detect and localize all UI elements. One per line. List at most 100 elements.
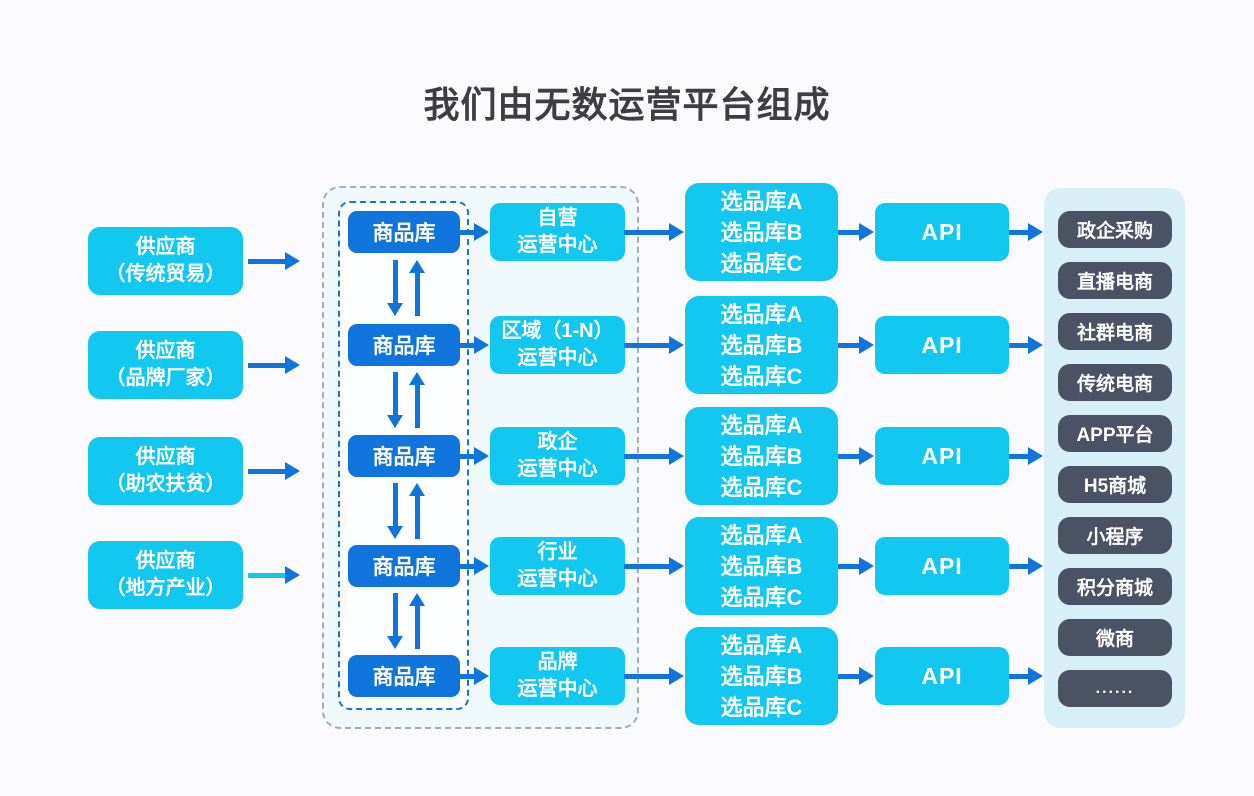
arrow-right-icon	[1009, 223, 1043, 241]
arrow-right-icon	[455, 667, 489, 685]
arrow-right-icon	[1009, 447, 1043, 465]
api-box: API	[875, 647, 1009, 705]
arrow-right-icon	[624, 557, 684, 575]
operation-center-box: 行业 运营中心	[490, 537, 625, 595]
arrow-right-icon	[1009, 667, 1043, 685]
selection-library-c: 选品库C	[720, 250, 803, 276]
channel-box: ......	[1058, 670, 1172, 707]
supplier-label: 供应商	[135, 340, 196, 362]
api-label: API	[921, 662, 963, 689]
selection-library-box: 选品库A 选品库B 选品库C	[685, 517, 838, 615]
operation-center-box: 区域（1-N） 运营中心	[490, 316, 625, 374]
supplier-box: 供应商 （助农扶贫）	[88, 437, 243, 505]
channel-box: 小程序	[1058, 517, 1172, 554]
arrow-down-icon	[387, 260, 403, 316]
api-label: API	[921, 442, 963, 469]
channel-label: 社群电商	[1076, 323, 1153, 344]
channel-box: 社群电商	[1058, 313, 1172, 350]
api-label: API	[921, 331, 963, 358]
supplier-sublabel: （传统贸易）	[105, 263, 226, 285]
supplier-sublabel: （助农扶贫）	[105, 473, 226, 495]
arrow-right-icon	[1009, 557, 1043, 575]
arrow-right-icon	[624, 223, 684, 241]
product-library-box: 商品库	[348, 211, 460, 253]
operation-center-box: 自营 运营中心	[490, 203, 625, 261]
product-library-box: 商品库	[348, 655, 460, 697]
arrow-right-icon	[248, 462, 300, 480]
channel-label: 传统电商	[1076, 374, 1153, 395]
operation-center-label: 区域（1-N）	[501, 320, 614, 342]
channel-label: 积分商城	[1076, 578, 1153, 599]
channel-label: APP平台	[1076, 425, 1154, 446]
selection-library-b: 选品库B	[720, 219, 803, 245]
operation-center-label: 品牌	[537, 651, 578, 673]
arrow-right-icon	[248, 252, 300, 270]
selection-library-a: 选品库A	[720, 632, 803, 658]
arrow-right-icon	[838, 336, 874, 354]
operation-center-label: 行业	[537, 541, 578, 563]
arrow-right-icon	[624, 336, 684, 354]
channel-box: 微商	[1058, 619, 1172, 656]
supplier-sublabel: （品牌厂家）	[105, 367, 226, 389]
arrow-up-icon	[409, 593, 425, 649]
api-label: API	[921, 552, 963, 579]
arrow-up-icon	[409, 483, 425, 539]
selection-library-c: 选品库C	[720, 694, 803, 720]
channel-label: 微商	[1095, 629, 1134, 650]
selection-library-b: 选品库B	[720, 553, 803, 579]
sync-arrows-icon	[387, 483, 425, 539]
arrow-down-icon	[387, 483, 403, 539]
product-library-label: 商品库	[372, 666, 436, 689]
product-library-label: 商品库	[372, 556, 436, 579]
supplier-box: 供应商 （品牌厂家）	[88, 331, 243, 399]
page-title: 我们由无数运营平台组成	[423, 84, 831, 125]
channel-box: 积分商城	[1058, 568, 1172, 605]
supplier-box: 供应商 （地方产业）	[88, 541, 243, 609]
channel-box: 直播电商	[1058, 262, 1172, 299]
api-label: API	[921, 218, 963, 245]
operation-center-sublabel: 运营中心	[517, 347, 598, 369]
channel-box: 政企采购	[1058, 211, 1172, 248]
selection-library-c: 选品库C	[720, 474, 803, 500]
operation-center-sublabel: 运营中心	[517, 458, 598, 480]
api-box: API	[875, 427, 1009, 485]
supplier-box: 供应商 （传统贸易）	[88, 227, 243, 295]
arrow-right-icon	[1009, 336, 1043, 354]
channel-label: 直播电商	[1076, 272, 1153, 293]
selection-library-box: 选品库A 选品库B 选品库C	[685, 183, 838, 281]
sync-arrows-icon	[387, 593, 425, 649]
product-library-box: 商品库	[348, 545, 460, 587]
arrow-down-icon	[387, 593, 403, 649]
arrow-right-icon	[838, 447, 874, 465]
arrow-right-icon	[838, 223, 874, 241]
arrow-right-icon	[455, 557, 489, 575]
channel-box: 传统电商	[1058, 364, 1172, 401]
channel-label: 小程序	[1086, 527, 1144, 548]
channel-label: H5商城	[1083, 476, 1147, 497]
operation-center-sublabel: 运营中心	[517, 568, 598, 590]
operation-center-box: 品牌 运营中心	[490, 647, 625, 705]
operation-center-sublabel: 运营中心	[517, 678, 598, 700]
arrow-right-icon	[248, 566, 300, 584]
channel-label: ......	[1095, 679, 1135, 697]
arrow-right-icon	[624, 667, 684, 685]
arrow-right-icon	[248, 356, 300, 374]
product-library-label: 商品库	[372, 335, 436, 358]
channel-box: APP平台	[1058, 415, 1172, 452]
operation-center-box: 政企 运营中心	[490, 427, 625, 485]
selection-library-a: 选品库A	[720, 188, 803, 214]
selection-library-box: 选品库A 选品库B 选品库C	[685, 296, 838, 394]
channel-label: 政企采购	[1076, 221, 1153, 242]
arrow-down-icon	[387, 372, 403, 428]
arrow-up-icon	[409, 372, 425, 428]
operation-center-label: 自营	[537, 207, 578, 229]
arrow-up-icon	[409, 260, 425, 316]
supplier-sublabel: （地方产业）	[105, 577, 226, 599]
arrow-right-icon	[455, 336, 489, 354]
supplier-label: 供应商	[135, 550, 196, 572]
selection-library-b: 选品库B	[720, 663, 803, 689]
supplier-label: 供应商	[135, 236, 196, 258]
selection-library-a: 选品库A	[720, 301, 803, 327]
arrow-right-icon	[624, 447, 684, 465]
